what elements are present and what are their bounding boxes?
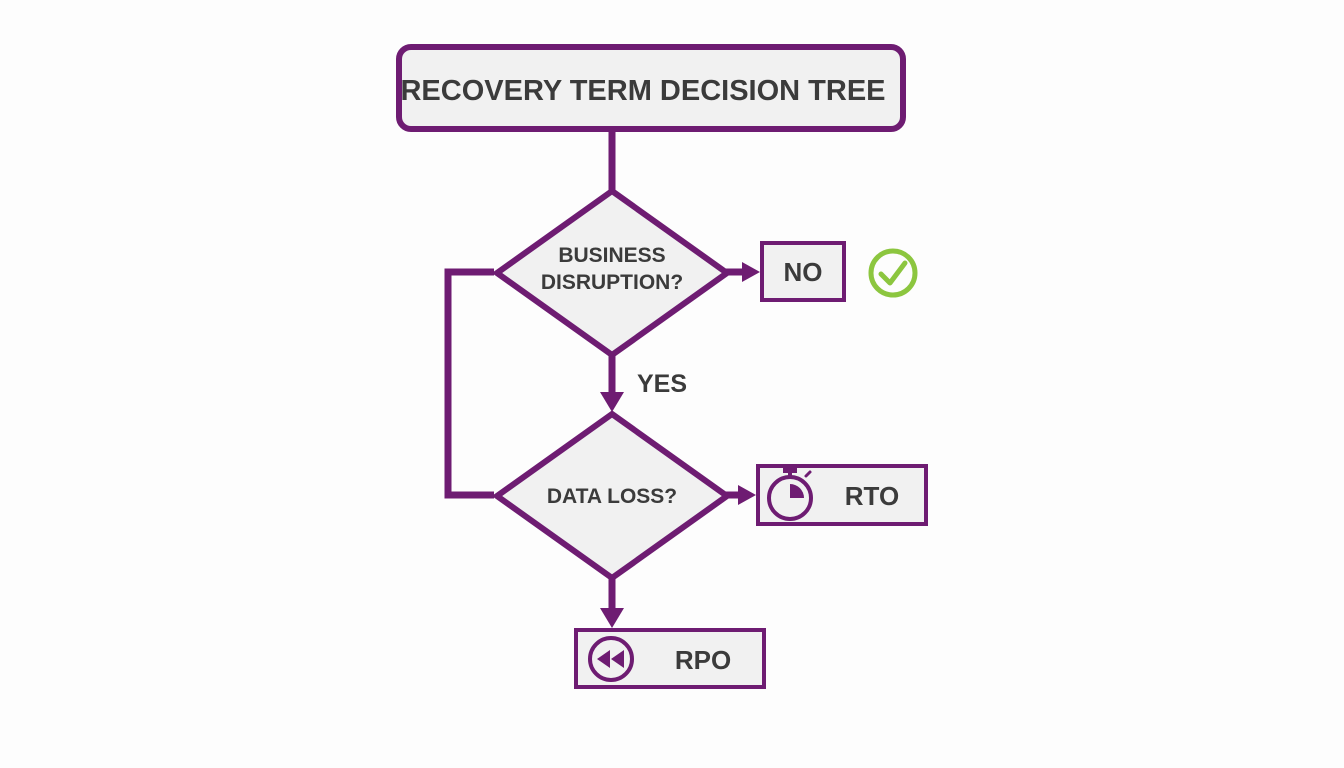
branch-label-yes: YES — [637, 370, 687, 398]
decision-business-disruption-line-2: DISRUPTION? — [541, 271, 683, 294]
decision-data-loss: DATA LOSS? — [491, 410, 733, 582]
arrowhead-to-no — [742, 262, 760, 282]
stopwatch-icon — [767, 468, 813, 521]
outcome-no-label: NO — [784, 257, 823, 287]
outcome-rto: RTO — [756, 464, 928, 526]
connectors — [444, 130, 744, 612]
check-circle-icon — [868, 248, 918, 298]
title-box: RECOVERY TERM DECISION TREE — [396, 44, 906, 132]
outcome-no: NO — [760, 241, 846, 302]
connector-loop-left — [444, 268, 494, 499]
page-title: RECOVERY TERM DECISION TREE — [400, 75, 885, 107]
arrowhead-to-rto — [738, 485, 756, 505]
rewind-icon — [588, 636, 634, 682]
outcome-rpo: RPO — [574, 628, 766, 689]
arrowhead-to-rpo — [600, 608, 624, 628]
outcome-rto-label: RTO — [845, 481, 899, 511]
arrowhead-to-q2 — [600, 392, 624, 412]
decision-business-disruption-line-1: BUSINESS — [558, 244, 665, 267]
decision-data-loss-line-1: DATA LOSS? — [547, 485, 677, 508]
arrowheads — [600, 262, 760, 628]
outcome-rpo-label: RPO — [675, 645, 731, 675]
decision-business-disruption: BUSINESS DISRUPTION? — [491, 187, 733, 359]
